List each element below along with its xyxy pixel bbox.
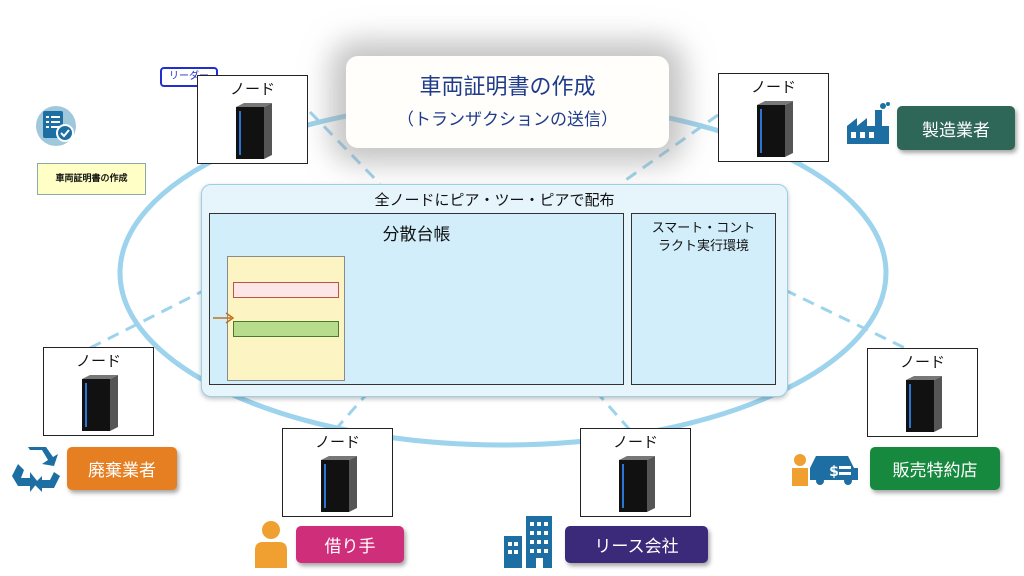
transaction-confirmed [233, 321, 339, 337]
title-main: 車両証明書の作成 [419, 75, 596, 100]
contract-title-line2: ラクト実行環境 [657, 239, 749, 254]
node-label: ノード [612, 433, 658, 451]
ledger-title: 分散台帳 [382, 225, 451, 245]
distributed-ledger: 分散台帳 [209, 213, 624, 385]
participant-recycler: 廃棄業者 [67, 447, 177, 490]
contract-title: スマート・コント ラクト実行環境 [632, 220, 775, 256]
transaction-new [233, 282, 339, 298]
factory-icon [847, 102, 890, 144]
participant-manufacturer: 製造業者 [897, 106, 1015, 150]
office-building-icon [504, 516, 552, 568]
node-label: ノード [229, 80, 275, 98]
panel-caption: 全ノードにピア・ツー・ピアで配布 [374, 191, 615, 209]
person-icon [255, 521, 287, 568]
node-label: ノード [75, 352, 121, 370]
node-manufacturer: ノード [718, 73, 829, 162]
server-icon [757, 101, 793, 157]
link-leasing [598, 395, 632, 431]
car-sale-icon: $ [792, 454, 858, 486]
server-icon [619, 456, 655, 512]
smart-contract-environment: スマート・コント ラクト実行環境 [631, 213, 776, 385]
ledger-block [227, 256, 345, 381]
link-leader [308, 110, 382, 186]
contract-title-line1: スマート・コント [651, 221, 756, 236]
node-borrower: ノード [282, 428, 393, 517]
link-dealer [784, 288, 906, 350]
node-recycler: ノード [43, 347, 154, 436]
server-icon [236, 103, 272, 159]
title-subtitle: （トランザクションの送信） [397, 110, 618, 130]
svg-text:$: $ [829, 464, 839, 480]
document-label: 車両証明書の作成 [37, 163, 146, 195]
recycle-icon [12, 447, 60, 492]
node-dealer: ノード [867, 348, 978, 437]
distribution-panel: 全ノードにピア・ツー・ピアで配布 分散台帳 スマート・コント ラクト実行環境 [201, 184, 788, 397]
title-box: 車両証明書の作成 （トランザクションの送信） [346, 56, 669, 148]
arrow-icon [213, 312, 235, 324]
node-leader: ノード [197, 75, 308, 164]
node-label: ノード [750, 78, 796, 96]
link-borrower [333, 395, 367, 431]
node-leasing: ノード [580, 428, 691, 517]
participant-leasing: リース会社 [565, 526, 708, 563]
node-label: ノード [314, 433, 360, 451]
server-icon [82, 375, 118, 431]
server-icon [906, 376, 942, 432]
document-check-icon [36, 106, 76, 146]
participant-dealer: 販売特約店 [870, 447, 1000, 490]
participant-borrower: 借り手 [296, 526, 404, 563]
link-recycler [89, 288, 206, 350]
server-icon [321, 456, 357, 512]
node-label: ノード [899, 353, 945, 371]
